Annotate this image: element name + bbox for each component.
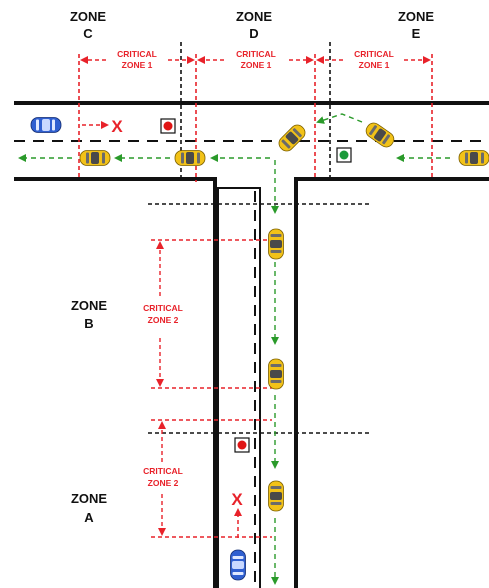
yellow-car-icon bbox=[79, 150, 111, 166]
green-light-icon bbox=[339, 150, 349, 160]
critical-zone-1-d-label: CRITICAL ZONE 1 bbox=[236, 49, 276, 70]
svg-text:ZONE 1: ZONE 1 bbox=[241, 60, 272, 70]
svg-text:ZONE 1: ZONE 1 bbox=[122, 60, 153, 70]
yellow-car-icon bbox=[275, 121, 309, 155]
road-left-edge bbox=[14, 177, 217, 588]
red-light-icon bbox=[163, 121, 173, 131]
yellow-car-icon bbox=[268, 358, 284, 390]
zone-d-title: ZONE bbox=[236, 9, 272, 24]
zone-e-letter: E bbox=[412, 26, 421, 41]
zone-b-letter: B bbox=[84, 316, 93, 331]
traffic-light-lower bbox=[234, 437, 250, 453]
blue-car-icon bbox=[230, 549, 246, 581]
critical-zone-1-bounds bbox=[78, 54, 433, 182]
zone-d-label: ZONE D bbox=[236, 9, 272, 41]
yellow-car-icon bbox=[458, 150, 489, 166]
critical-zone-2-b-label: CRITICAL ZONE 2 bbox=[143, 303, 183, 325]
svg-text:CRITICAL: CRITICAL bbox=[354, 49, 394, 59]
zone-b-title: ZONE bbox=[71, 298, 107, 313]
traffic-light-upper-left bbox=[160, 118, 176, 134]
blue-car-icon bbox=[30, 117, 62, 133]
zone-c-label: ZONE C bbox=[70, 9, 106, 41]
svg-text:CRITICAL: CRITICAL bbox=[236, 49, 276, 59]
red-light-icon bbox=[237, 440, 247, 450]
svg-text:CRITICAL: CRITICAL bbox=[143, 303, 183, 313]
zone-boundaries bbox=[148, 42, 370, 434]
blocked-x-c: X bbox=[111, 117, 123, 136]
svg-text:ZONE 2: ZONE 2 bbox=[148, 478, 179, 488]
road-edges bbox=[14, 101, 489, 588]
yellow-car-icon bbox=[268, 480, 284, 512]
yellow-car-icon bbox=[174, 150, 206, 166]
zone-e-label: ZONE E bbox=[398, 9, 434, 41]
road-right-edge bbox=[294, 177, 489, 588]
svg-text:CRITICAL: CRITICAL bbox=[143, 466, 183, 476]
svg-text:ZONE 2: ZONE 2 bbox=[148, 315, 179, 325]
blocked-x-a: X bbox=[231, 490, 243, 509]
flow-arrow-turn bbox=[316, 113, 363, 124]
yellow-car-icon bbox=[362, 119, 398, 151]
critical-zone-2-a-label: CRITICAL ZONE 2 bbox=[143, 466, 183, 488]
svg-text:CRITICAL: CRITICAL bbox=[117, 49, 157, 59]
zone-c-title: ZONE bbox=[70, 9, 106, 24]
zone-b-label: ZONE B bbox=[71, 298, 107, 331]
zone-d-letter: D bbox=[249, 26, 258, 41]
critical-zone-1-e-label: CRITICAL ZONE 1 bbox=[354, 49, 394, 70]
zone-e-title: ZONE bbox=[398, 9, 434, 24]
critical-zone-2-bounds bbox=[151, 239, 272, 538]
zone-a-label: ZONE A bbox=[71, 491, 107, 525]
critical-zone-2-arrows bbox=[156, 241, 166, 536]
zone-a-title: ZONE bbox=[71, 491, 107, 506]
svg-text:ZONE 1: ZONE 1 bbox=[359, 60, 390, 70]
yellow-car-icon bbox=[268, 228, 284, 260]
zone-c-letter: C bbox=[83, 26, 93, 41]
traffic-flow-arrows bbox=[18, 113, 450, 585]
traffic-light-upper-right bbox=[336, 147, 352, 163]
critical-zone-1-c-label: CRITICAL ZONE 1 bbox=[117, 49, 157, 70]
zone-a-letter: A bbox=[84, 510, 94, 525]
